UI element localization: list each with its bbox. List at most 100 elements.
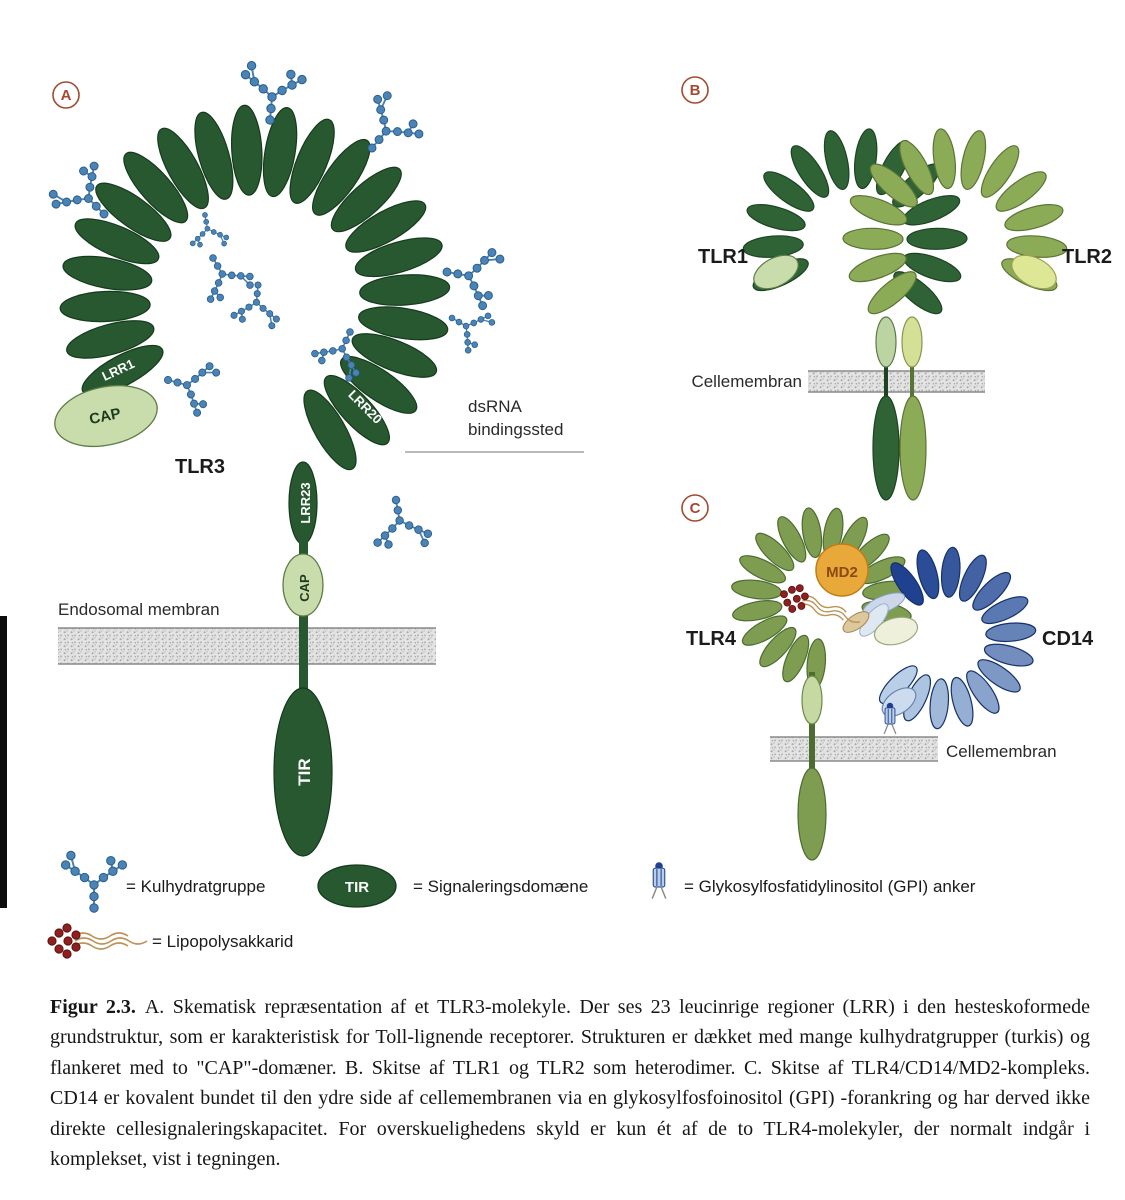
carb-bead — [342, 336, 350, 345]
carb-bead — [249, 77, 260, 87]
tlr4-lrr-ellipse — [741, 615, 788, 646]
tlr1-cytoplasmic-domain — [872, 395, 900, 501]
carb-bead — [393, 506, 403, 515]
legend: = Kulhydratgruppe TIR = Signaleringsdomæ… — [47, 850, 976, 959]
lps-bead — [780, 590, 788, 599]
carb-bead — [464, 339, 471, 346]
carb-bead — [206, 295, 215, 303]
carb-bead — [382, 91, 392, 101]
lps-bead — [788, 585, 796, 594]
carbohydrate-group-icon — [164, 362, 221, 417]
cd14-lrr-ellipse — [890, 562, 924, 606]
carb-bead — [487, 248, 497, 258]
carb-bead — [484, 312, 492, 320]
carb-bead — [79, 166, 89, 176]
carb-bead — [473, 291, 483, 301]
lps-bead — [795, 584, 804, 593]
tlr3-lrr-ellipse — [62, 255, 153, 291]
carb-bead — [488, 319, 496, 326]
carb-bead — [72, 195, 82, 205]
carb-bead — [320, 348, 328, 357]
carb-bead — [237, 307, 246, 315]
carb-bead — [217, 231, 223, 238]
carb-bead — [373, 94, 383, 104]
carb-bead — [267, 92, 277, 102]
carb-bead — [198, 368, 207, 377]
cd14-lrr-ellipse — [985, 622, 1037, 643]
carb-bead — [84, 194, 93, 203]
carb-bead — [469, 281, 479, 291]
carb-bead — [164, 376, 172, 384]
carb-bead — [89, 903, 99, 913]
tlr3-lrr-ellipse — [230, 104, 263, 196]
carb-bead — [245, 303, 253, 311]
cap-bottom-label: CAP — [297, 574, 312, 602]
carb-bead — [221, 240, 227, 247]
tlr4-cytoplasmic-domain — [797, 767, 827, 861]
figure-diagram: A LRR1 CAP TLR3 LRR20 LRR23 CAP dsRNA bi… — [47, 60, 1112, 959]
scan-artifact-bar — [0, 616, 7, 908]
tlr4-lrr-ellipse — [755, 532, 795, 572]
carb-bead — [463, 331, 471, 338]
panel-a-badge — [52, 81, 80, 109]
tlr3-lrr-ellipse — [359, 274, 451, 306]
lps-tail — [802, 599, 861, 623]
carb-bead — [51, 199, 61, 209]
cap-top-label: CAP — [88, 405, 123, 428]
lps-bead — [792, 594, 801, 603]
carb-bead — [213, 262, 222, 270]
cell-membrane-label-b: Cellemembran — [691, 372, 802, 391]
legend-carbohydrate-text: = Kulhydratgruppe — [126, 877, 265, 896]
tlr4-cd14-md2-structure — [731, 507, 1037, 861]
carbohydrate-group-icon — [206, 254, 254, 303]
carb-bead — [277, 85, 287, 96]
carb-bead — [393, 127, 402, 137]
tlr2-lrr-ellipse — [867, 271, 917, 315]
lps-bead — [54, 928, 64, 938]
carb-bead — [108, 866, 118, 876]
panel-b-letter: B — [690, 82, 701, 99]
carb-bead — [272, 315, 280, 323]
lps-bead — [63, 936, 73, 946]
tlr1-lrr-ellipse — [790, 145, 830, 198]
carb-bead — [199, 400, 208, 409]
tir-legend-icon — [317, 864, 397, 908]
carb-bead — [286, 69, 296, 80]
carb-bead — [374, 135, 384, 145]
tlr1-juxtamembrane — [875, 316, 897, 368]
tlr3-lrr-ellipse — [345, 200, 427, 253]
lipopolysaccharide-icon — [47, 923, 148, 959]
tlr3-lrr-ellipse — [66, 320, 155, 359]
cd14-lrr-ellipse — [972, 571, 1012, 611]
cell-membrane-band-c — [770, 737, 938, 761]
carb-bead — [48, 189, 58, 199]
carb-bead — [258, 84, 268, 94]
carb-bead — [209, 254, 217, 262]
tlr1-lrr-ellipse — [823, 130, 850, 191]
carb-bead — [495, 254, 505, 264]
cd14-lrr-ellipse — [981, 596, 1029, 625]
tlr1-cap — [753, 254, 799, 290]
carb-bead — [85, 182, 95, 192]
endosomal-membrane-band — [58, 628, 436, 664]
carb-bead — [480, 255, 489, 265]
carbohydrate-group-icon — [442, 248, 505, 311]
carb-bead — [329, 347, 337, 355]
carbohydrate-group-icon — [189, 212, 230, 248]
carb-bead — [240, 69, 251, 80]
legend-gpi-text: = Glykosylfosfatidylinositol (GPI) anker — [684, 877, 976, 896]
tlr3-lrr-ellipse — [59, 290, 151, 323]
tlr4-lrr-ellipse — [801, 507, 823, 559]
tlr3-lrr-ellipse — [339, 355, 418, 414]
carb-bead — [384, 540, 393, 549]
carb-bead — [408, 119, 418, 129]
carb-bead — [79, 872, 90, 883]
carb-bead — [99, 209, 109, 219]
carb-bead — [483, 291, 493, 300]
dsrna-label-line1: dsRNA — [468, 397, 523, 416]
tlr3-lrr-ellipse — [323, 374, 390, 446]
tlr2-lrr-ellipse — [1006, 235, 1068, 258]
md2-domain — [815, 543, 869, 597]
tlr2-lrr-ellipse — [869, 163, 918, 208]
lps-bead — [62, 923, 72, 933]
